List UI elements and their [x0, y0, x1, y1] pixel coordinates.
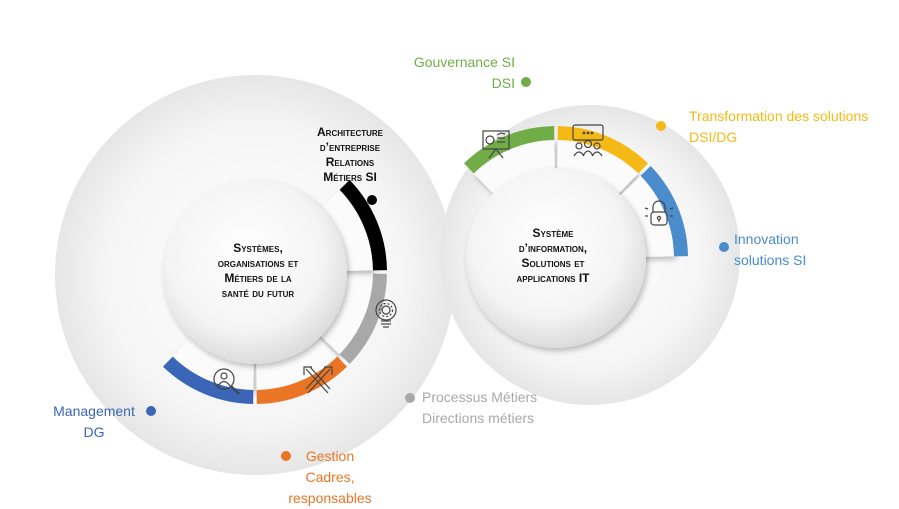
person-search-icon: [213, 368, 240, 395]
band-management: [162, 356, 254, 404]
meeting-chat-icon: [572, 124, 604, 157]
gouvernance-dot: [521, 77, 531, 87]
processus-label: Processus Métiers Directions métiers: [422, 389, 538, 426]
segment-processus: [312, 273, 373, 355]
band-processus: [339, 273, 387, 365]
gouvernance-label: Gouvernance SI DSI: [413, 54, 515, 91]
segment-architecture: [312, 189, 373, 271]
left-center-title: Systèmes, organisations et Métiers de la…: [217, 241, 299, 300]
presentation-board-icon: [482, 130, 510, 159]
padlock-icon: [644, 200, 674, 226]
band-architecture: [339, 179, 387, 271]
right-hub: [466, 168, 646, 348]
lightbulb-gear-icon: [375, 299, 397, 328]
management-dot: [146, 406, 156, 416]
segment-transformation: [557, 140, 639, 201]
transformation-label: Transformation des solutions DSI/DG: [689, 108, 869, 145]
architecture-label: Architecture d’entreprise Relations Méti…: [317, 125, 383, 184]
segment-gestion: [256, 329, 338, 390]
gestion-dot: [281, 451, 291, 461]
management-label: Management DG: [53, 403, 135, 440]
left-hub: [163, 180, 347, 364]
transformation-dot: [656, 121, 666, 131]
crossing-arrows-icon: [303, 366, 333, 394]
right-ring-segments: [463, 126, 688, 257]
innovation-dot: [719, 242, 729, 252]
segment-innovation: [613, 175, 674, 257]
right-center-title: Système d’information, Solutions et appl…: [516, 226, 590, 285]
band-transformation: [557, 126, 649, 174]
band-gouvernance: [463, 126, 555, 174]
segment-gouvernance: [473, 140, 555, 201]
innovation-label: Innovation solutions SI: [734, 231, 807, 268]
band-innovation: [640, 165, 688, 257]
architecture-dot: [367, 195, 377, 205]
processus-dot: [405, 393, 415, 403]
